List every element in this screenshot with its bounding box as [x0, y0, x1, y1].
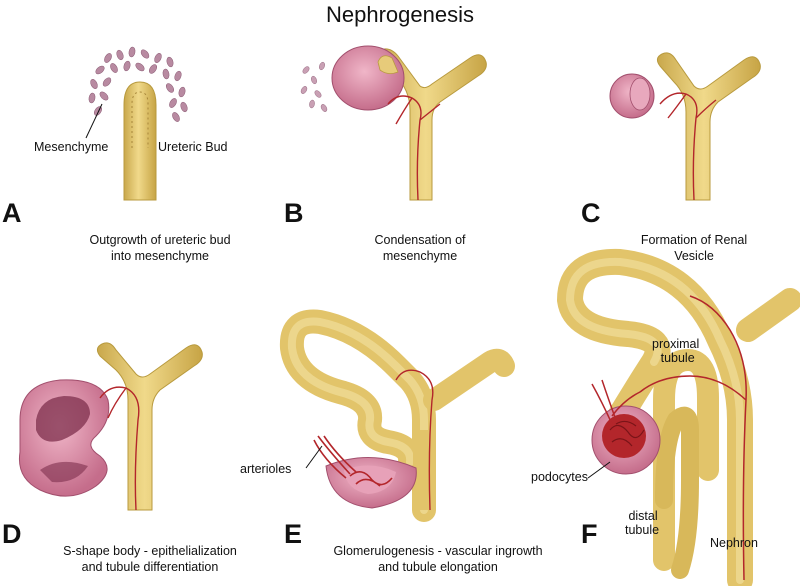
panel-e-illustration: [279, 309, 515, 522]
caption-a-line-1: Outgrowth of ureteric bud: [89, 233, 231, 247]
label-mesenchyme: Mesenchyme: [34, 140, 109, 154]
panel-c-illustration: [609, 52, 761, 201]
panel-d-illustration: [18, 342, 203, 511]
caption-d-line-2: and tubule differentiation: [81, 560, 219, 574]
arterioles-e: [313, 435, 357, 479]
vessel-f: [591, 295, 747, 581]
podocytes-pointer: [587, 461, 611, 479]
condensed-mesenchyme: [331, 45, 405, 111]
caption-d: S-shape body - epithelialization and tub…: [30, 543, 270, 575]
distal-loop: [655, 406, 699, 579]
arterioles-pointer: [305, 445, 323, 469]
label-distal-tubule-line-1: distal: [628, 509, 658, 523]
label-proximal-tubule-line-2: tubule: [660, 351, 695, 365]
s-shaped-body: [18, 379, 110, 497]
vessel-d: [99, 386, 140, 511]
caption-e-line-2: and tubule elongation: [378, 560, 498, 574]
ureteric-bud-d: [96, 342, 203, 511]
vessel-e: [395, 369, 434, 511]
panel-a-illustration: [85, 46, 188, 201]
caption-b: Condensation of mesenchyme: [340, 232, 500, 264]
caption-c-line-1: Formation of Renal: [640, 233, 748, 247]
ureteric-bud-c: [656, 52, 761, 201]
panel-letter-c: C: [581, 198, 601, 228]
glomerulus-f: [591, 405, 661, 475]
panel-letter-b: B: [284, 198, 304, 228]
label-distal-tubule-line-2: tubule: [625, 523, 660, 537]
caption-c-line-2: Vesicle: [674, 249, 714, 263]
label-podocytes: podocytes: [531, 470, 588, 484]
panel-f-illustration: [557, 248, 800, 586]
label-proximal-tubule: proximal tubule: [652, 337, 699, 365]
label-distal-tubule: distal tubule: [625, 509, 660, 537]
panel-letter-f: F: [581, 519, 598, 549]
panel-letter-e: E: [284, 519, 303, 549]
label-nephron: Nephron: [710, 536, 758, 550]
caption-d-line-1: S-shape body - epithelialization: [63, 544, 237, 558]
label-arterioles: arterioles: [240, 462, 292, 476]
caption-a-line-2: into mesenchyme: [111, 249, 209, 263]
caption-e: Glomerulogenesis - vascular ingrowth and…: [308, 543, 568, 575]
caption-b-line-2: mesenchyme: [382, 249, 458, 263]
vessel-b: [387, 95, 441, 201]
label-proximal-tubule-line-1: proximal: [652, 337, 700, 351]
caption-c: Formation of Renal Vesicle: [624, 232, 764, 264]
ureteric-bud-a: [123, 81, 157, 201]
proximal-loop: [653, 348, 719, 571]
label-ureteric-bud: Ureteric Bud: [158, 140, 228, 154]
panel-letter-a: A: [2, 198, 22, 228]
panel-b-illustration: [300, 45, 487, 201]
caption-e-line-1: Glomerulogenesis - vascular ingrowth: [333, 544, 543, 558]
mesenchyme-cells: [88, 46, 188, 122]
vessel-c: [659, 92, 717, 201]
figure-title: Nephrogenesis: [326, 2, 474, 27]
caption-a: Outgrowth of ureteric bud into mesenchym…: [40, 232, 280, 264]
glomerulus-e: [325, 457, 417, 509]
renal-vesicle: [609, 73, 655, 119]
mesenchyme-pointer: [85, 103, 103, 139]
caption-b-line-1: Condensation of: [374, 233, 466, 247]
panel-letter-d: D: [2, 519, 22, 549]
